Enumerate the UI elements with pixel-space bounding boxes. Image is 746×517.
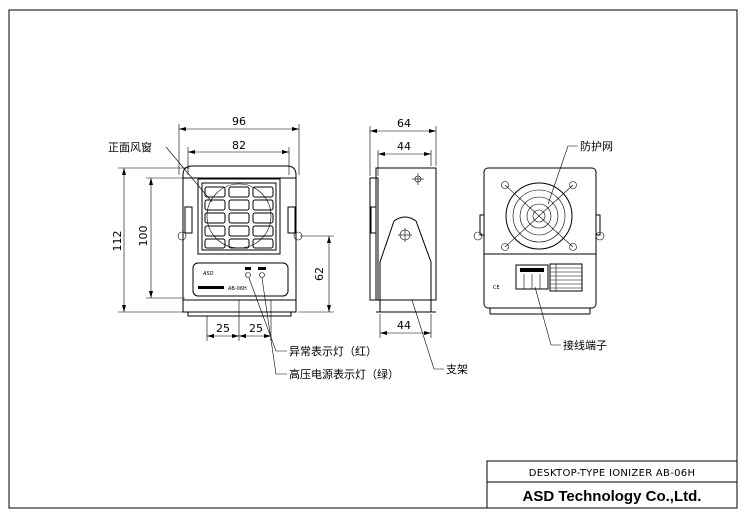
back-terminal-block [515, 263, 583, 292]
grille-slot [252, 212, 274, 224]
panel-logo: ASD [202, 271, 214, 277]
power-lamp [259, 272, 265, 278]
panel-bar [198, 286, 224, 289]
dim-height-body: 100 [137, 226, 150, 247]
side-knob [370, 206, 377, 234]
front-grille-frame [197, 178, 281, 255]
dim-side-top-outer: 64 [397, 117, 411, 130]
grille-slot [228, 199, 250, 211]
grille-slot [204, 225, 226, 237]
grille-slot [228, 186, 250, 198]
back-body [483, 167, 597, 309]
side-callouts: 支架 [411, 299, 468, 376]
back-knob-left [479, 214, 485, 236]
back-callouts: 防护网 接线端子 [534, 139, 613, 352]
front-foot [187, 312, 292, 317]
grille-slot [228, 238, 250, 249]
label-terminal: 接线端子 [563, 338, 607, 352]
dim-side-bottom: 44 [397, 319, 411, 332]
dim-height-right: 62 [313, 267, 326, 281]
front-pivot-left [177, 231, 187, 241]
dim-width-outer: 96 [232, 115, 246, 128]
side-view [369, 167, 437, 313]
side-body [375, 167, 437, 301]
grille-slot [204, 186, 226, 198]
label-stand: 支架 [446, 363, 468, 376]
label-front-grille: 正面风窗 [108, 140, 152, 154]
front-view: ASD AB-06H [177, 165, 303, 317]
front-knob-right [287, 206, 296, 234]
grille-slot [204, 212, 226, 224]
power-lamp-mark [258, 267, 266, 270]
front-dimensions: 96 82 112 100 62 25 25 [111, 115, 334, 341]
side-dimensions: 64 44 44 [369, 117, 437, 338]
ce-badge: CE [493, 285, 500, 291]
dim-width-inner: 82 [232, 139, 246, 152]
back-pivot-right [595, 231, 605, 241]
front-grille-slots [204, 186, 274, 249]
label-power-lamp: 高压电源表示灯（绿） [289, 367, 399, 381]
grille-slot [204, 238, 226, 249]
back-fan-guard [501, 181, 577, 251]
label-guard: 防护网 [580, 139, 613, 153]
front-callouts: 正面风窗 异常表示灯（红） 高压电源表示灯（绿） [108, 140, 399, 381]
drawing-border [8, 9, 738, 509]
dim-spacing-right: 25 [249, 322, 263, 335]
back-knob-right [595, 214, 601, 236]
dim-side-top-inner: 44 [397, 140, 411, 153]
alarm-lamp-mark [245, 267, 251, 270]
title-company: ASD Technology Co.,Ltd. [523, 488, 702, 505]
grille-slot [252, 238, 274, 249]
dim-height-total: 112 [111, 231, 124, 252]
grille-slot [204, 199, 226, 211]
back-view: CE [473, 167, 605, 315]
title-block-frame [486, 460, 738, 509]
dim-spacing-left: 25 [216, 322, 230, 335]
front-control-panel [192, 262, 289, 297]
front-grille-inner [201, 182, 277, 251]
label-alarm-lamp: 异常表示灯（红） [289, 344, 377, 358]
title-product: DESKTOP-TYPE IONIZER AB-06H [529, 468, 696, 479]
grille-slot [228, 212, 250, 224]
front-fan-circle [206, 183, 272, 249]
alarm-lamp [245, 272, 251, 278]
back-pivot-left [473, 231, 483, 241]
front-knob-left [184, 206, 193, 234]
panel-model: AB-06H [228, 286, 247, 292]
grille-slot [252, 199, 274, 211]
grille-slot [228, 225, 250, 237]
side-front-face [369, 177, 379, 301]
grille-slot [252, 225, 274, 237]
front-body [182, 165, 297, 313]
side-stand [379, 216, 432, 312]
grille-slot [252, 186, 274, 198]
title-block: DESKTOP-TYPE IONIZER AB-06H ASD Technolo… [486, 460, 738, 509]
